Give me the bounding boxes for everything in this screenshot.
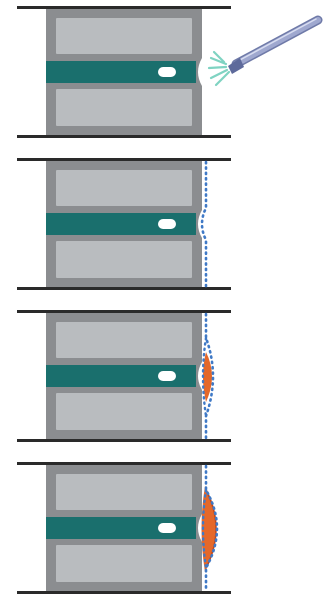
top-slab-line xyxy=(17,462,231,465)
joint-hole xyxy=(158,219,176,229)
joint-hole xyxy=(158,523,176,533)
panel-full-fill xyxy=(17,462,231,594)
bottom-slab-line xyxy=(17,439,231,442)
joint-hole xyxy=(158,371,176,381)
panel-dotted-profile xyxy=(17,158,231,290)
upper-block xyxy=(56,322,192,358)
nozzle-rod xyxy=(236,20,318,64)
spray-nozzle-icon xyxy=(228,19,318,74)
bottom-slab-line xyxy=(17,591,231,594)
joint-hole xyxy=(158,67,176,77)
lower-block xyxy=(56,393,192,430)
upper-block xyxy=(56,474,192,510)
upper-block xyxy=(56,18,192,54)
nozzle-rod-highlight xyxy=(238,19,316,61)
top-slab-line xyxy=(17,6,231,9)
spray-jet-icon xyxy=(209,52,229,85)
lower-block xyxy=(56,89,192,126)
panel-nozzle-spraying xyxy=(17,6,318,138)
top-slab-line xyxy=(17,310,231,313)
spray-stream xyxy=(209,67,226,68)
top-slab-line xyxy=(17,158,231,161)
bottom-slab-line xyxy=(17,135,231,138)
panel-partial-fill xyxy=(17,310,231,442)
upper-block xyxy=(56,170,192,206)
lower-block xyxy=(56,241,192,278)
lower-block xyxy=(56,545,192,582)
bottom-slab-line xyxy=(17,287,231,290)
